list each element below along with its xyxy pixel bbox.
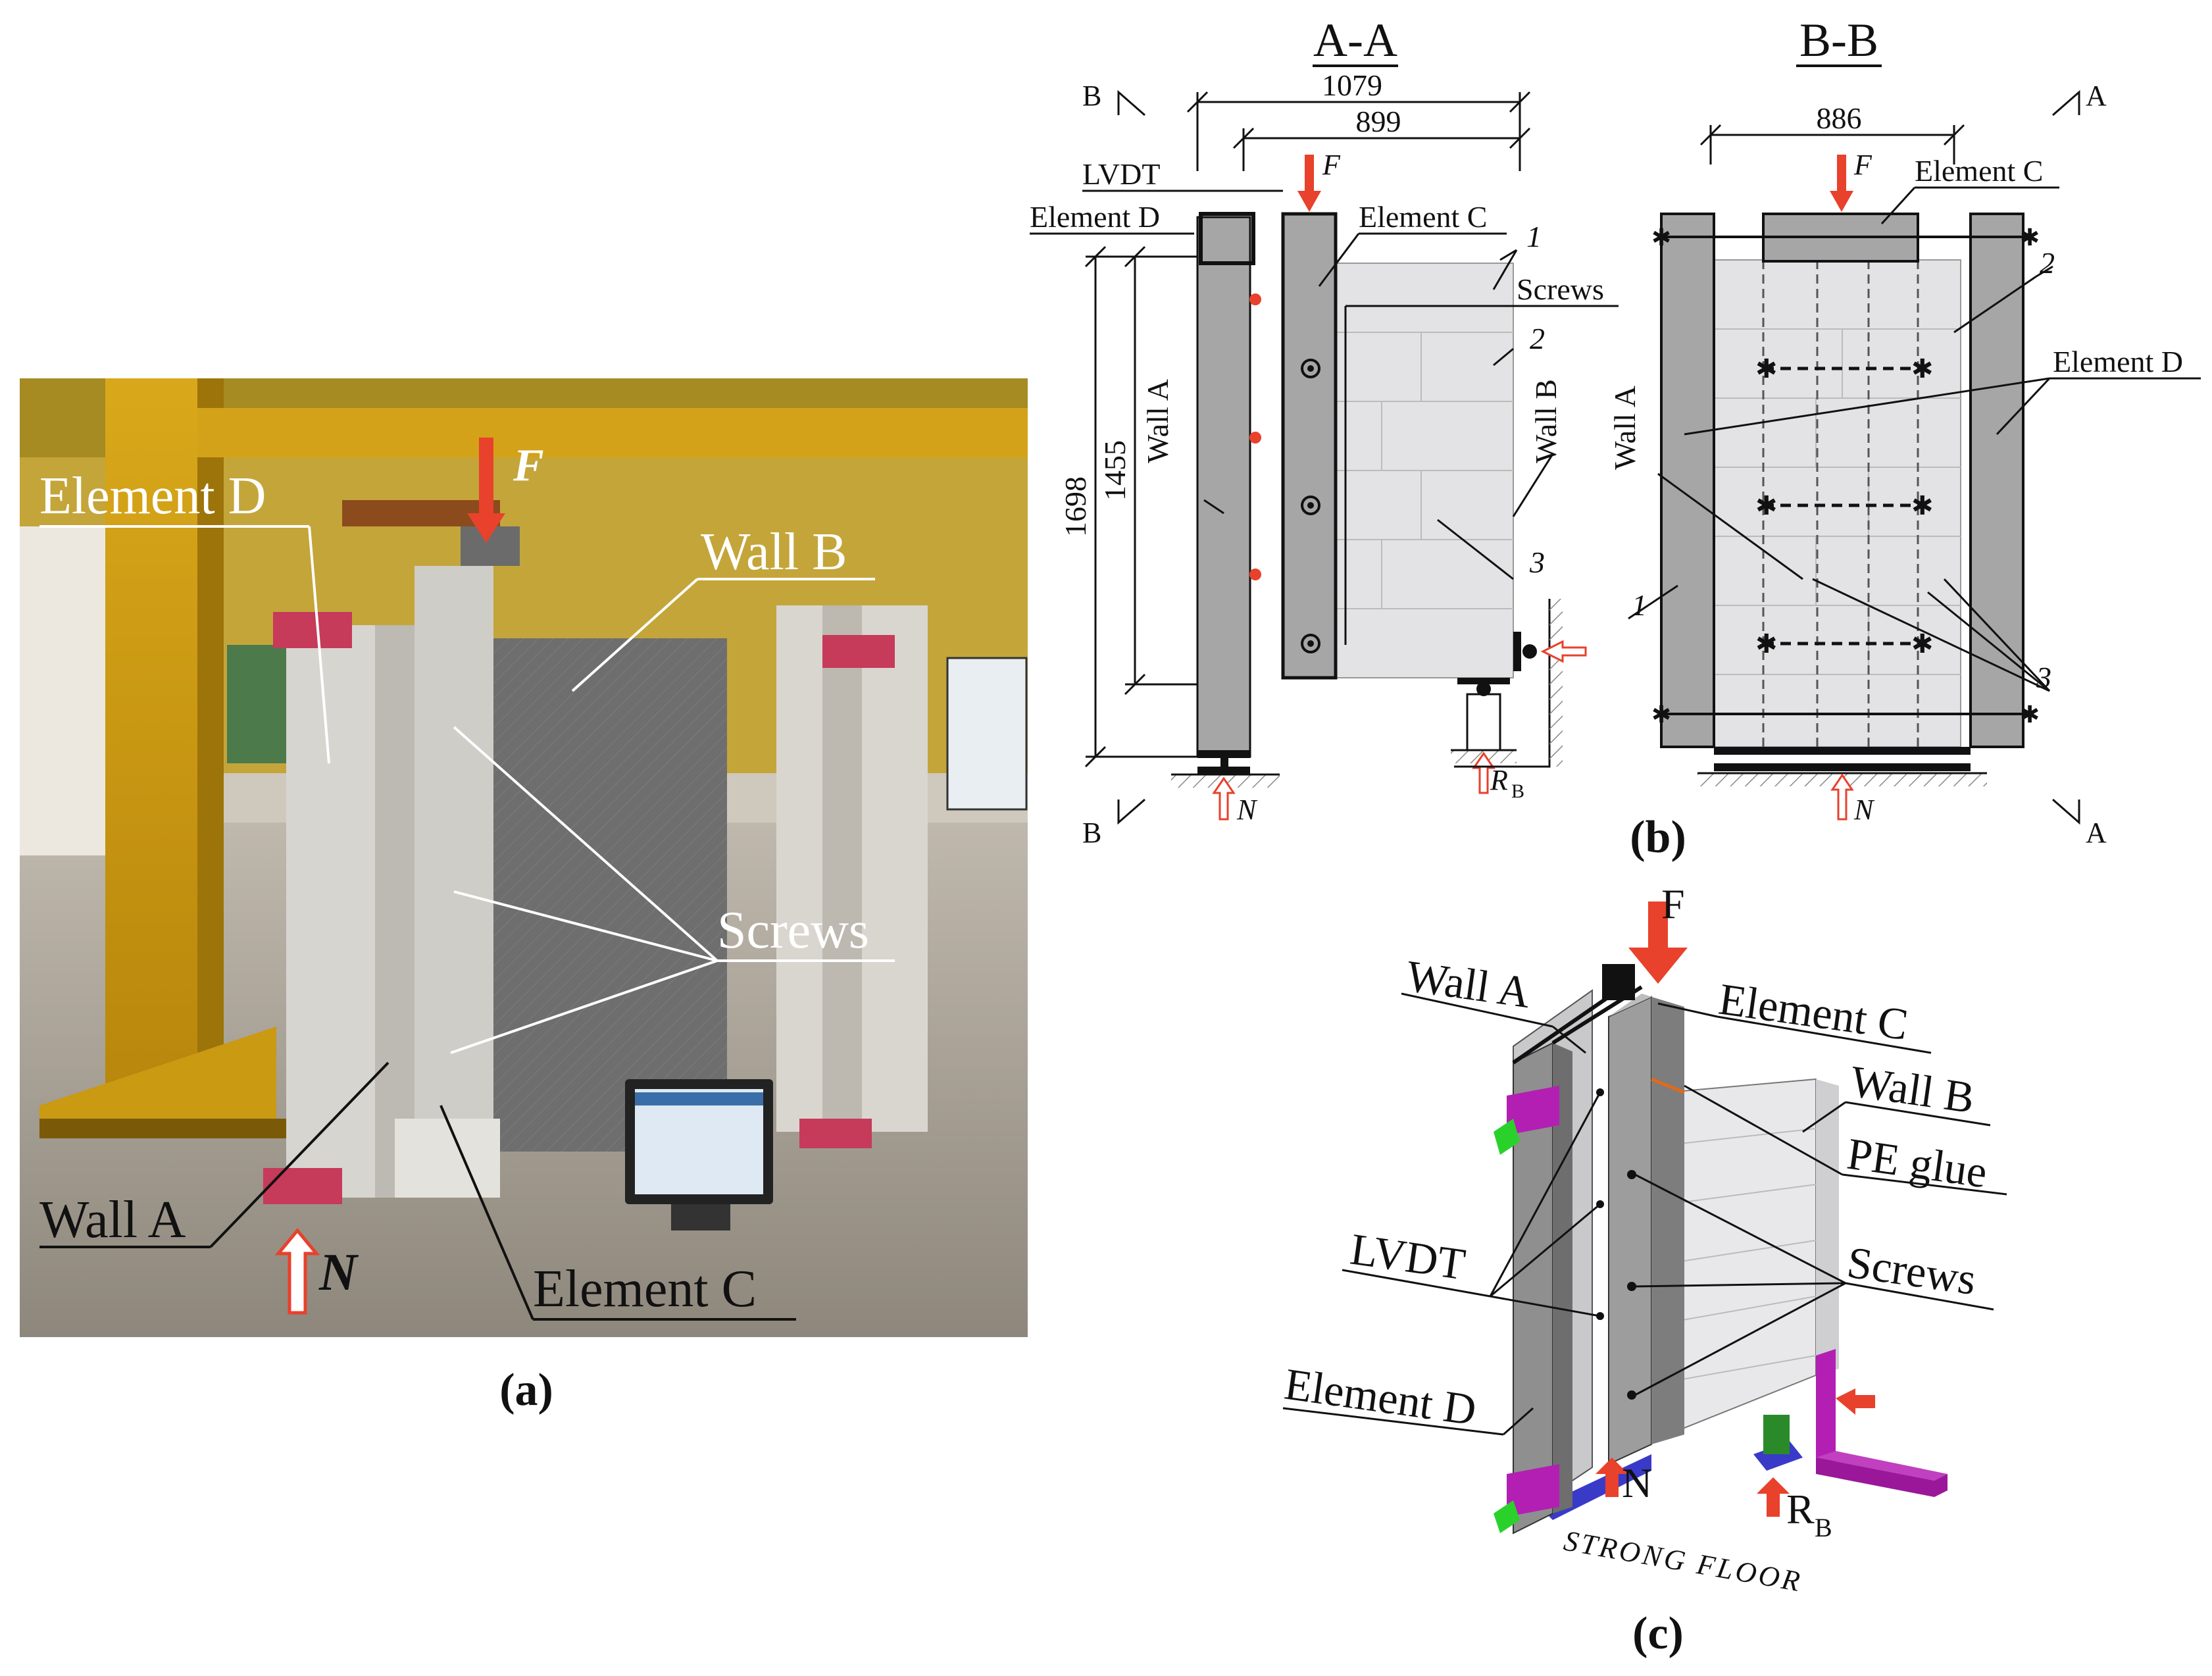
aa-label-element-d: Element D <box>1030 200 1160 234</box>
aa-label-element-c: Element C <box>1359 200 1487 234</box>
iso-label-element-d: Element D <box>1282 1359 1479 1435</box>
aa-element-c <box>1281 212 1338 680</box>
aa-label-wall-b: Wall B <box>1529 379 1563 463</box>
aa-label-wall-a: Wall A <box>1141 379 1174 463</box>
photo-label-wall-a: Wall A <box>39 1191 186 1249</box>
bb-label-wall-a: Wall A <box>1608 386 1642 470</box>
svg-text:✱: ✱ <box>1755 491 1778 521</box>
bb-num-2: 2 <box>2040 246 2055 280</box>
dim-1698: 1698 <box>1059 476 1092 537</box>
photo-force-label: F <box>513 440 544 491</box>
iso-label-wall-b: Wall B <box>1848 1056 1978 1123</box>
photo-notice-board <box>946 657 1028 811</box>
aa-force-label: F <box>1322 149 1341 181</box>
mark-b-top: B <box>1082 80 1101 112</box>
svg-text:✱: ✱ <box>1651 701 1671 728</box>
iso-lateral-support <box>1816 1349 1836 1474</box>
aa-element-d <box>1199 212 1255 265</box>
caption-b: (b) <box>1630 812 1686 863</box>
photo-yellow-beam <box>197 408 1028 457</box>
iso-strong-floor: STRONG FLOOR <box>1561 1525 1805 1598</box>
aa-label-lvdt: LVDT <box>1082 157 1160 191</box>
caption-a: (a) <box>499 1365 553 1415</box>
svg-text:✱: ✱ <box>1911 354 1934 384</box>
iso-label-lvdt: LVDT <box>1347 1224 1469 1290</box>
dim-1455: 1455 <box>1098 440 1132 501</box>
aa-label-screws: Screws <box>1517 272 1604 306</box>
mark-a-bottom: A <box>2086 817 2107 849</box>
photo-yellow-column <box>105 378 204 1109</box>
photo-yellow-base <box>39 1027 276 1132</box>
photo-block-stack <box>20 526 118 855</box>
aa-r-sub: B <box>1511 780 1524 802</box>
iso-clamp-bottom <box>1507 1464 1559 1517</box>
iso-label-screws: Screws <box>1844 1237 1979 1305</box>
bb-wall-b <box>1710 259 1961 748</box>
svg-text:✱: ✱ <box>1755 354 1778 384</box>
iso-r-label: R <box>1786 1486 1815 1533</box>
iso-label-element-c: Element C <box>1716 974 1911 1050</box>
photo-panel: F N Element D Wall B Screws Wall A Eleme… <box>20 378 1028 1337</box>
svg-text:✱: ✱ <box>1755 629 1778 659</box>
bb-force-label: F <box>1853 149 1873 181</box>
bb-post-left <box>1660 213 1715 748</box>
dim-1079: 1079 <box>1322 68 1382 102</box>
iso-r-sub: B <box>1815 1513 1832 1542</box>
caption-c: (c) <box>1632 1608 1684 1659</box>
iso-force-label: F <box>1661 880 1685 927</box>
photo-label-screws: Screws <box>717 901 869 959</box>
svg-text:✱: ✱ <box>1651 224 1671 251</box>
dim-899: 899 <box>1356 105 1401 138</box>
iso-clamp-top <box>1507 1086 1559 1135</box>
svg-text:✱: ✱ <box>2020 701 2040 728</box>
aa-force-arrow <box>1297 191 1321 212</box>
bb-n-label: N <box>1853 794 1875 826</box>
iso-panel: F Wall A Element C Wall B PE glue Screws… <box>1282 880 2007 1598</box>
svg-text:✱: ✱ <box>2020 224 2040 251</box>
photo-clamp-top <box>273 612 352 648</box>
dim-886: 886 <box>1817 101 1862 135</box>
bb-num-3: 3 <box>2036 661 2051 694</box>
aa-r-label: R <box>1490 764 1508 796</box>
bb-num-1: 1 <box>1632 588 1647 622</box>
photo-clamp-bottom <box>263 1168 342 1204</box>
iso-rb-support <box>1753 1441 1803 1471</box>
photo-reaction-arrow <box>274 1228 320 1315</box>
photo-label-wall-b: Wall B <box>701 523 847 581</box>
iso-label-pe-glue: PE glue <box>1844 1129 1990 1198</box>
aa-num-1: 1 <box>1526 220 1542 253</box>
svg-text:✱: ✱ <box>1911 491 1934 521</box>
photo-label-element-c: Element C <box>533 1260 757 1318</box>
bb-force-arrow <box>1830 191 1853 212</box>
iso-force-arrow <box>1628 948 1688 984</box>
aa-num-2: 2 <box>1530 322 1545 355</box>
aa-wall-a <box>1196 216 1251 758</box>
section-aa: A-A 1079 899 B B <box>1030 14 1619 849</box>
photo-label-element-d: Element D <box>39 467 266 525</box>
iso-label-wall-a: Wall A <box>1403 951 1534 1018</box>
photo-element-c-column <box>415 566 493 1158</box>
mark-b-bottom: B <box>1082 817 1101 849</box>
photo-force-arrow <box>479 438 493 517</box>
bb-label-element-d: Element D <box>2053 345 2183 378</box>
aa-num-3: 3 <box>1529 546 1545 579</box>
aa-n-label: N <box>1236 794 1258 826</box>
section-bb-title: B-B <box>1799 14 1878 66</box>
iso-n-label: N <box>1622 1460 1652 1506</box>
section-bb: B-B 886 A A <box>1608 14 2201 849</box>
mark-a-top: A <box>2086 80 2107 112</box>
photo-n-label: N <box>318 1244 359 1302</box>
section-aa-title: A-A <box>1313 14 1397 66</box>
bb-label-element-c: Element C <box>1915 154 2043 188</box>
